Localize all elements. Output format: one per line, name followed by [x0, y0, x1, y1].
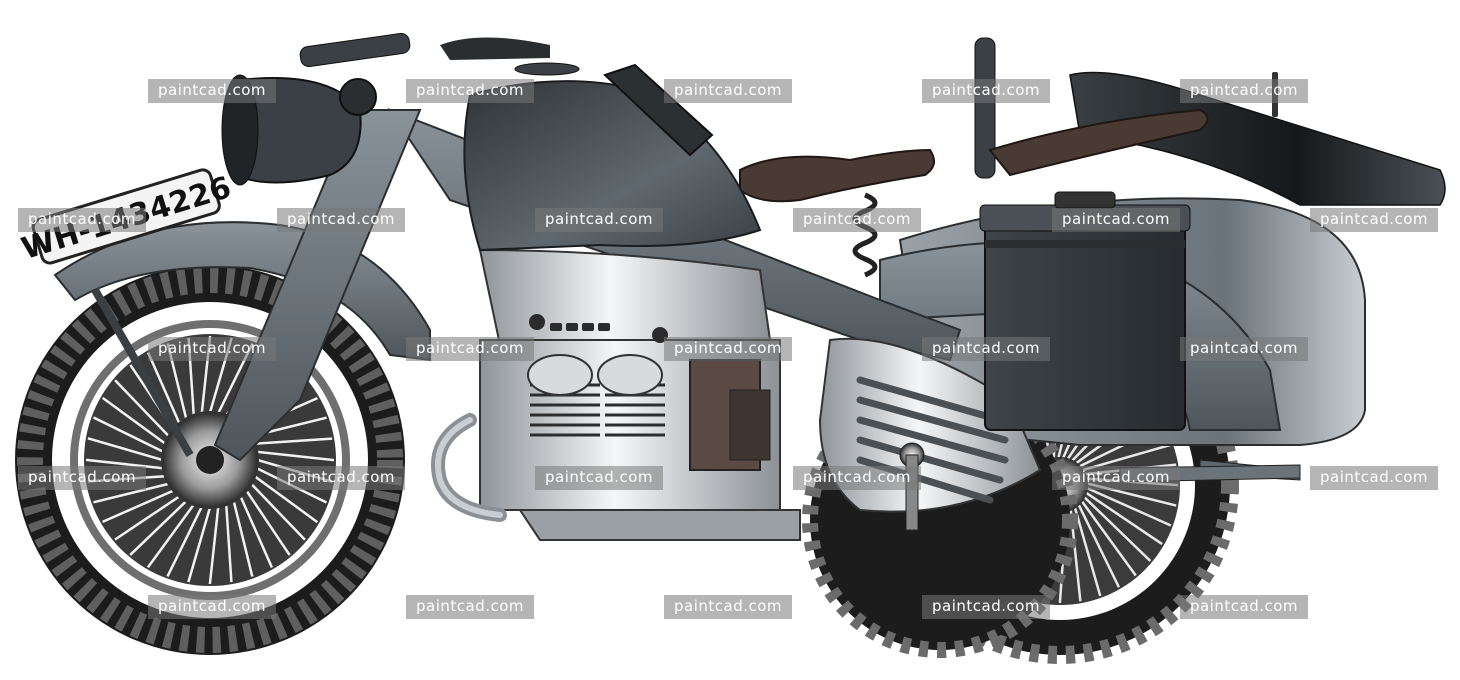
watermark: paintcad.com	[148, 337, 277, 361]
watermark: paintcad.com	[406, 337, 535, 361]
watermark: paintcad.com	[1052, 208, 1181, 232]
watermark: paintcad.com	[1180, 337, 1309, 361]
watermark: paintcad.com	[922, 337, 1051, 361]
watermark: paintcad.com	[535, 466, 664, 490]
watermark: paintcad.com	[18, 208, 147, 232]
wheel-spoke	[1074, 497, 1121, 588]
wheel-spoke	[1076, 494, 1137, 577]
wheel-spoke	[1077, 490, 1152, 562]
headlight	[221, 74, 377, 186]
wheel-spoke	[1078, 487, 1163, 546]
wheel-spoke	[1079, 483, 1172, 527]
watermark: paintcad.com	[406, 595, 535, 619]
watermark: paintcad.com	[277, 208, 406, 232]
engine	[431, 248, 801, 541]
watermark: paintcad.com	[277, 466, 406, 490]
watermark: paintcad.com	[793, 466, 922, 490]
front-fork	[213, 32, 550, 462]
watermark: paintcad.com	[793, 208, 922, 232]
watermark: paintcad.com	[148, 595, 277, 619]
rear-seat	[974, 37, 1209, 179]
front-seat	[739, 148, 935, 278]
watermark: paintcad.com	[1180, 595, 1309, 619]
watermark: paintcad.com	[922, 595, 1051, 619]
watermark: paintcad.com	[664, 79, 793, 103]
watermark: paintcad.com	[535, 208, 664, 232]
watermark: paintcad.com	[406, 79, 535, 103]
watermark: paintcad.com	[664, 337, 793, 361]
watermark: paintcad.com	[922, 79, 1051, 103]
watermark: paintcad.com	[1052, 466, 1181, 490]
watermark: paintcad.com	[18, 466, 147, 490]
watermark: paintcad.com	[664, 595, 793, 619]
watermark: paintcad.com	[1310, 208, 1439, 232]
fuel-tank	[463, 62, 762, 252]
watermark: paintcad.com	[148, 79, 277, 103]
watermark: paintcad.com	[1310, 466, 1439, 490]
front-wheel	[15, 265, 405, 655]
watermark: paintcad.com	[1180, 79, 1309, 103]
